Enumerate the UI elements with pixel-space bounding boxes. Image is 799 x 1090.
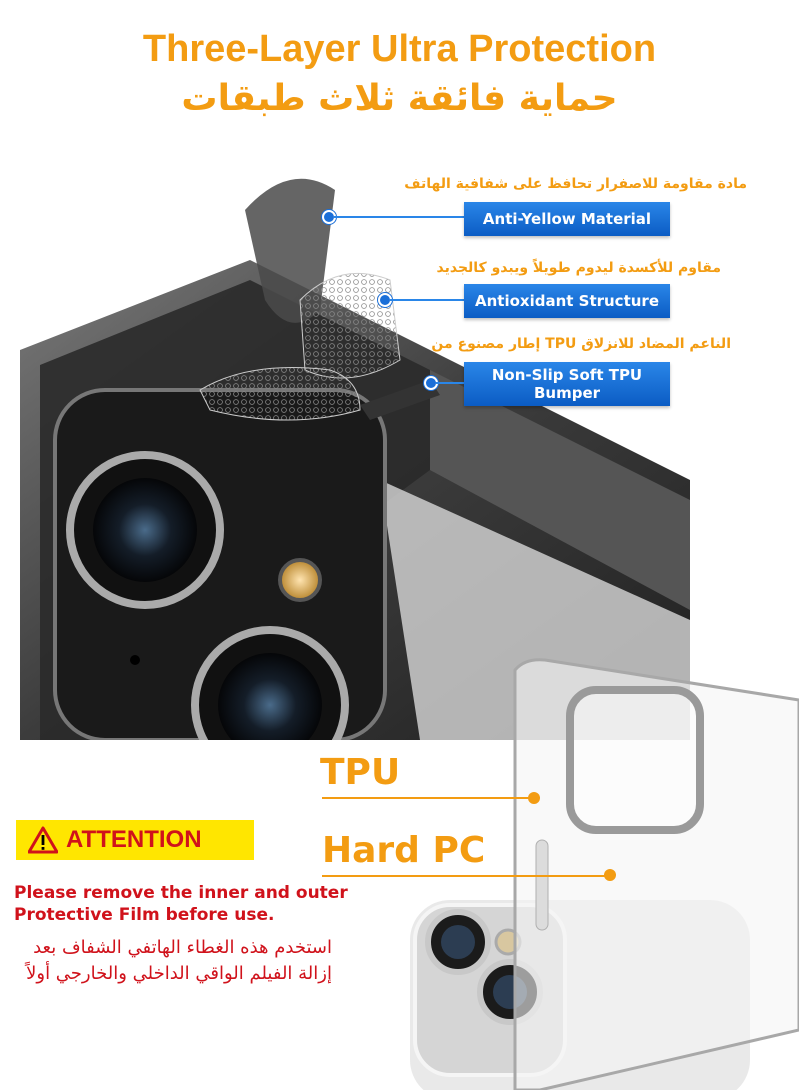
hard-pc-line (322, 875, 608, 877)
case-exploded-illustration (20, 178, 690, 740)
layer-1-caption: مادة مقاومة للاصفرار تحافظ على شفافية ال… (404, 176, 747, 192)
tpu-label: TPU (320, 752, 401, 793)
layer-2-label: Antioxidant Structure (464, 284, 670, 318)
layer-3-caption: الناعم المضاد للانزلاق TPU إطار مصنوع من (431, 336, 731, 352)
tpu-line (322, 797, 532, 799)
layer-2-caption: مقاوم للأكسدة ليدوم طويلاً ويبدو كالجديد (436, 260, 721, 276)
layer-1-label: Anti-Yellow Material (464, 202, 670, 236)
title-english: Three-Layer Ultra Protection (142, 28, 657, 70)
hard-pc-dot (604, 869, 616, 881)
layer-3-label-line2: Bumper (533, 384, 601, 402)
title-arabic: حماية فائقة ثلاث طبقات (181, 78, 618, 119)
attention-heading: ATTENTION (66, 826, 202, 853)
layer-3-label-line1: Non-Slip Soft TPU (491, 366, 643, 384)
attention-banner: ATTENTION (16, 820, 254, 860)
hard-pc-label: Hard PC (322, 830, 486, 871)
clear-case-illustration (410, 658, 799, 1090)
layer-3-connector (436, 382, 464, 384)
attention-message-ar: استخدم هذه الغطاء الهاتفي الشفاف بعد إزا… (26, 937, 332, 984)
warning-triangle-icon (28, 826, 58, 854)
layer-1-connector (334, 216, 464, 218)
tpu-dot (528, 792, 540, 804)
layer-3-label: Non-Slip Soft TPU Bumper (464, 362, 670, 406)
attention-message-en: Please remove the inner and outer Protec… (14, 883, 348, 925)
layer-2-connector (390, 299, 464, 301)
